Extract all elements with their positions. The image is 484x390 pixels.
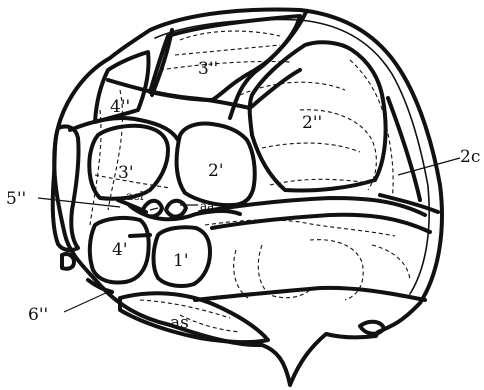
plate-labels: 3'' 4'' 2'' 3' 2' 4' 1' 5'' 6'' 2c acl a… <box>6 59 480 333</box>
label-4pp: 4'' <box>110 97 130 117</box>
label-6pp: 6'' <box>28 305 48 325</box>
label-2pp: 2'' <box>302 113 322 133</box>
label-5pp: 5'' <box>6 189 26 209</box>
label-4p: 4' <box>112 240 128 260</box>
antapical-plates <box>88 280 425 342</box>
label-2p: 2' <box>208 161 224 181</box>
leader-acl <box>150 208 158 210</box>
label-1p: 1' <box>173 251 189 271</box>
label-3pp: 3'' <box>198 59 218 79</box>
leader-6pp <box>64 292 108 312</box>
label-acl: acl <box>126 189 144 203</box>
leader-2c <box>398 158 460 175</box>
label-aa: aa <box>200 199 214 213</box>
label-3p: 3' <box>118 163 134 183</box>
label-2c: 2c <box>460 147 480 167</box>
label-as: as <box>170 313 189 333</box>
